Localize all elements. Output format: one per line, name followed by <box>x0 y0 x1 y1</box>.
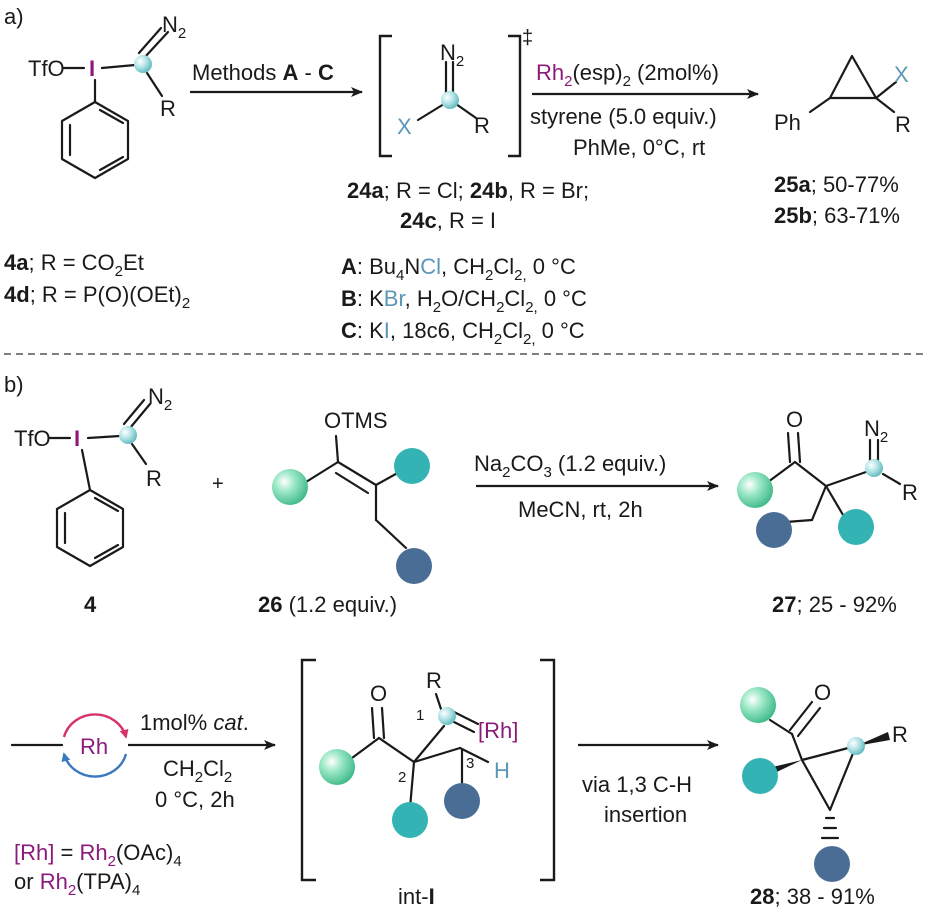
styrene-condition: styrene (5.0 equiv.) <box>530 104 717 129</box>
panel-b-hypervalent-iodine-reagent: TfO I N2 R <box>14 384 172 568</box>
halodiazo-intermediate: ‡ N2 X R <box>378 27 533 158</box>
panel-a-hypervalent-iodine-reagent: TfO I N2 R <box>28 12 186 180</box>
ph-label: Ph <box>774 110 801 135</box>
otms-label: OTMS <box>324 408 388 433</box>
position-3-label: 3 <box>466 755 474 772</box>
cyclopropane-product-25: Ph X R <box>774 54 911 137</box>
rh-carbene-label: [Rh] <box>478 718 518 743</box>
position-2-label: 2 <box>398 769 406 786</box>
rh-esp-catalyst-label: Rh2(esp)2 (2mol%) <box>536 60 719 90</box>
mint-sphere <box>319 749 355 785</box>
teal-sphere <box>838 509 874 545</box>
position-1-label: 1 <box>416 707 424 724</box>
rh-definition-2: or Rh2(TPA)4 <box>14 869 140 899</box>
solvent-condition: PhMe, 0°C, rt <box>573 135 705 160</box>
r-label: R <box>892 722 908 747</box>
method-a: A: Bu4NCl, CH2Cl2, 0 °C <box>341 254 576 284</box>
light-teal-sphere <box>441 91 459 109</box>
ch-insertion-line-2: insertion <box>604 802 687 827</box>
cyclopropane-product-28: O R <box>740 680 908 882</box>
r-label: R <box>146 466 162 491</box>
teal-sphere <box>394 448 430 484</box>
slate-blue-sphere <box>444 783 480 819</box>
method-c: C: KI, 18c6, CH2Cl2, 0 °C <box>341 318 585 348</box>
oxygen-label: O <box>370 681 387 706</box>
product-25a-caption: 25a; 50-77% <box>774 172 899 197</box>
n2-label: N2 <box>440 40 464 70</box>
intermediate-24-caption-2: 24c, R = I <box>400 208 496 233</box>
rh-definition-1: [Rh] = Rh2(OAc)4 <box>14 840 182 870</box>
iodine-label: I <box>89 56 95 81</box>
plus-sign: + <box>212 473 224 495</box>
intermediate-caption: int-I <box>398 884 435 909</box>
iodine-label: I <box>74 426 80 451</box>
transition-state-dagger: ‡ <box>522 27 533 49</box>
n2-label: N2 <box>864 416 888 446</box>
product-25b-caption: 25b; 63-71% <box>774 203 900 228</box>
tfo-label: TfO <box>14 426 51 451</box>
diazo-ketone-product-27: O N2 R <box>737 407 918 548</box>
silyl-enol-ether-26: OTMS <box>272 408 432 584</box>
rh-catalytic-cycle-icon: Rh <box>10 713 129 778</box>
light-teal-sphere <box>134 55 152 73</box>
r-label: R <box>160 96 176 121</box>
panel-a-label: a) <box>4 4 24 29</box>
r-label: R <box>474 113 490 138</box>
reagent-4-caption: 4 <box>84 592 97 617</box>
intermediate-24-caption-1: 24a; R = Cl; 24b, R = Br; <box>347 178 589 203</box>
slate-blue-sphere <box>396 548 432 584</box>
na2co3-condition: Na2CO3 (1.2 equiv.) <box>474 451 666 481</box>
enol-26-caption: 26 (1.2 equiv.) <box>258 592 397 617</box>
teal-sphere <box>742 758 778 794</box>
light-teal-sphere <box>847 737 865 755</box>
mint-sphere <box>272 469 308 505</box>
product-27-caption: 27; 25 - 92% <box>772 592 897 617</box>
temperature-condition: 0 °C, 2h <box>155 787 235 812</box>
light-teal-sphere <box>438 707 456 725</box>
product-28-caption: 28; 38 - 91% <box>750 884 875 909</box>
r-label: R <box>902 480 918 505</box>
rh-cycle-label: Rh <box>80 734 108 759</box>
oxygen-label: O <box>786 407 803 432</box>
ch-insertion-line-1: via 1,3 C-H <box>582 772 692 797</box>
catalyst-loading: 1mol% cat. <box>140 710 249 735</box>
reagent-4a-caption: 4a; R = CO2Et <box>4 250 144 280</box>
teal-sphere <box>392 802 428 838</box>
method-b: B: KBr, H2O/CH2Cl2, 0 °C <box>341 286 587 316</box>
oxygen-label: O <box>814 680 831 705</box>
r-label: R <box>895 112 911 137</box>
slate-blue-sphere <box>814 846 850 882</box>
n2-label: N2 <box>148 384 172 414</box>
mecn-condition: MeCN, rt, 2h <box>518 497 643 522</box>
reagent-4d-caption: 4d; R = P(O)(OEt)2 <box>4 282 190 312</box>
hydrogen-label: H <box>494 758 510 783</box>
slate-blue-sphere <box>756 512 792 548</box>
r-label: R <box>426 668 442 693</box>
ch2cl2-condition: CH2Cl2 <box>163 756 232 786</box>
mint-sphere <box>737 472 773 508</box>
panel-b-label: b) <box>4 372 24 397</box>
x-halogen-label: X <box>894 62 909 87</box>
light-teal-sphere <box>119 426 137 444</box>
mint-sphere <box>740 687 776 723</box>
n2-label: N2 <box>162 12 186 42</box>
tfo-label: TfO <box>28 56 65 81</box>
x-halogen-label: X <box>397 114 412 139</box>
light-teal-sphere <box>865 459 883 477</box>
methods-label: Methods A - C <box>192 60 334 85</box>
rh-carbene-intermediate: R O [Rh] H 1 2 3 <box>300 658 556 882</box>
